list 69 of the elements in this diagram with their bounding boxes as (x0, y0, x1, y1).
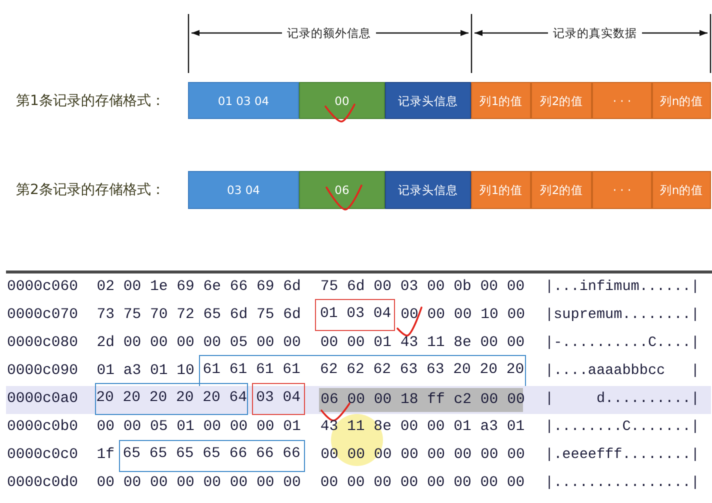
offset-text: 0000c060 (7, 280, 78, 294)
offset-text: 0000c0b0 (7, 420, 78, 435)
field-segment (652, 82, 711, 119)
hex-bytes: 61 61 61 61 62 62 62 63 63 20 20 20 (202, 363, 524, 378)
field-label: 00 (334, 94, 350, 108)
field-segment (188, 171, 299, 209)
field-segment (385, 82, 471, 119)
field-label: · · · (612, 94, 632, 108)
hex-bytes: 00 00 00 10 00 (400, 308, 525, 323)
hex-bytes: 06 00 00 18 ff c2 00 00 (320, 392, 525, 408)
field-label: 01 03 04 (218, 94, 270, 108)
hex-bytes: 65 65 65 65 66 66 66 (122, 447, 300, 462)
hex-bytes: 2d 00 00 00 00 05 00 00 00 00 01 43 11 8e 00 00 (96, 336, 525, 351)
field-segment (299, 171, 385, 209)
field-segment (385, 171, 471, 209)
ascii-text: |supremum........| (545, 308, 700, 323)
hex-bytes: 20 20 20 20 20 64 (96, 391, 248, 406)
offset-text: 0000c0c0 (7, 448, 78, 464)
ascii-text: |....aaaabbbcc | (545, 364, 700, 379)
field-label: 列n的值 (660, 94, 704, 108)
hex-bytes: 01 03 04 (320, 306, 392, 322)
ascii-text: |-..........C....| (545, 336, 700, 351)
row-label: 第1条记录的存储格式： (16, 92, 165, 110)
hex-bytes: 00 00 00 00 00 00 00 00 (320, 448, 525, 464)
hex-bytes: 03 04 (256, 391, 301, 406)
row-label: 第2条记录的存储格式： (16, 181, 165, 199)
highlight-frame (315, 299, 395, 332)
dimension-label: 记录的真实数据 (548, 26, 642, 40)
hex-bytes: 00 00 05 01 00 00 00 01 43 11 8e 00 00 01 a3 01 (96, 420, 525, 435)
hex-bytes: 00 00 00 00 00 00 00 00 00 00 00 00 00 00 00 00 (96, 476, 525, 492)
ascii-text: |...infimum......| (545, 280, 700, 294)
field-segment (652, 171, 711, 209)
highlight-frame (252, 383, 305, 416)
field-label: 记录头信息 (398, 183, 458, 197)
offset-text: 0000c0a0 (7, 392, 78, 407)
field-label: 03 04 (227, 183, 260, 197)
offset-text: 0000c070 (7, 308, 78, 323)
field-segment (592, 82, 652, 119)
offset-text: 0000c080 (7, 336, 78, 351)
field-label: 列1的值 (479, 94, 523, 108)
field-label: 06 (334, 183, 350, 197)
field-segment (299, 82, 385, 119)
field-segment (471, 82, 531, 119)
dimension-label: 记录的额外信息 (282, 26, 376, 40)
hex-bytes: 02 00 1e 69 6e 66 69 6d 75 6d 00 03 00 0b 00 00 (96, 280, 525, 294)
hex-bytes: 01 a3 01 10 (96, 364, 194, 379)
field-label: 列1的值 (479, 183, 523, 197)
ascii-text: |........C.......| (545, 420, 700, 435)
highlight-frame (95, 383, 248, 416)
highlight-frame (119, 440, 305, 472)
field-label: 记录头信息 (398, 94, 458, 108)
field-label: 列2的值 (540, 183, 584, 197)
selection-highlight (319, 388, 523, 412)
hex-bytes: 73 75 70 72 65 6d 75 6d (96, 308, 301, 323)
hex-bytes: 1f (96, 448, 114, 464)
ascii-text: |................| (545, 476, 700, 492)
offset-text: 0000c0d0 (7, 476, 78, 492)
field-segment (592, 171, 652, 209)
selected-row-band (6, 386, 711, 414)
field-segment (471, 171, 531, 209)
field-segment (188, 82, 299, 119)
ascii-text: | d..........| (545, 392, 700, 407)
ascii-text: |.eeeefff........| (545, 448, 700, 464)
field-label: 列2的值 (540, 94, 584, 108)
field-label: 列n的值 (660, 183, 704, 197)
offset-text: 0000c090 (7, 364, 78, 379)
field-segment (531, 171, 592, 209)
field-label: · · · (612, 183, 632, 197)
field-segment (531, 82, 592, 119)
